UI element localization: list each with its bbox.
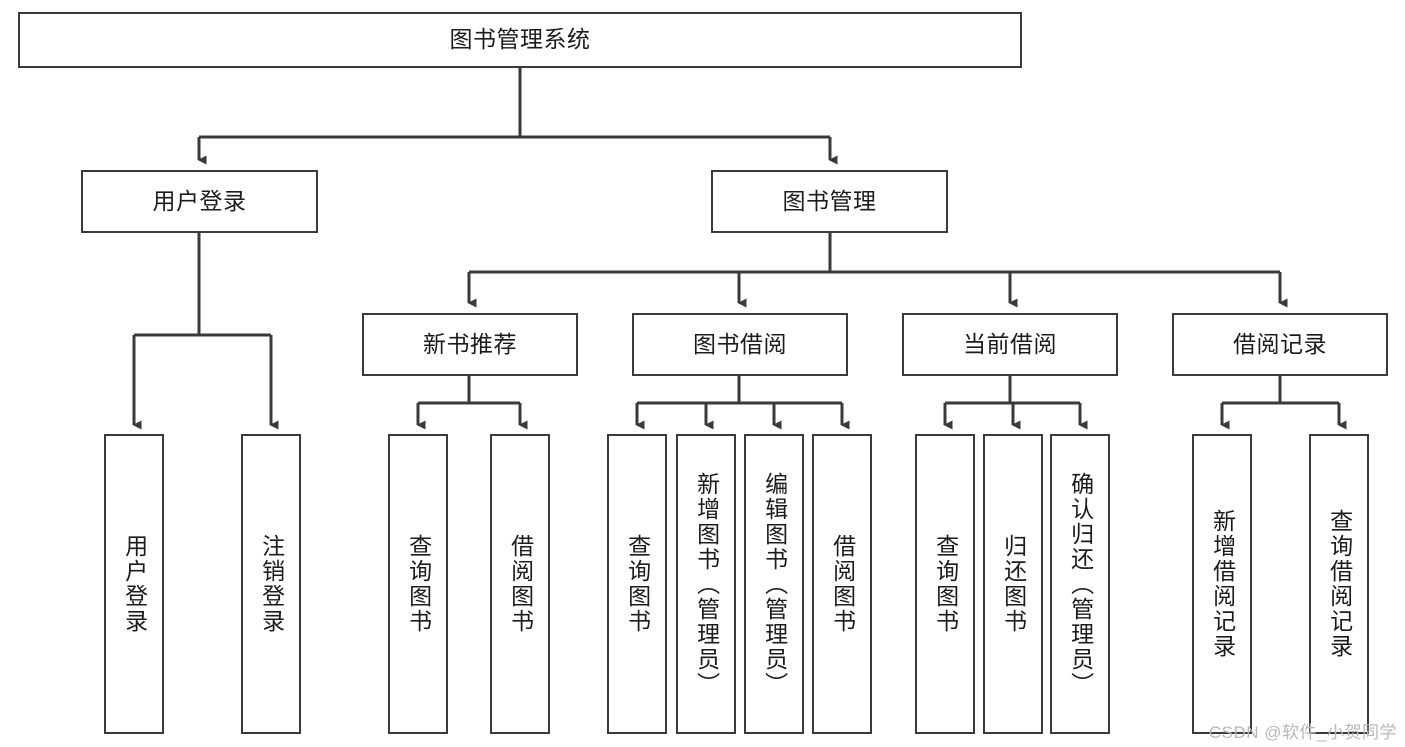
- node-label: 当前借阅: [963, 330, 1057, 357]
- node-label: 查询借阅记录: [1326, 509, 1353, 659]
- node-label: 用户登录: [152, 187, 247, 214]
- node-label: 图书管理系统: [449, 26, 591, 53]
- node-label: 归还图书: [1000, 534, 1027, 634]
- node-label: 图书借阅: [693, 330, 787, 357]
- node-label: 查询图书: [405, 534, 432, 634]
- leaf-borrow-book-new[interactable]: 借阅图书: [490, 434, 550, 734]
- leaf-query-book-borrow[interactable]: 查询图书: [607, 434, 667, 734]
- leaf-logout[interactable]: 注销登录: [241, 434, 301, 734]
- leaf-query-book-current[interactable]: 查询图书: [915, 434, 975, 734]
- node-label: 新增借阅记录: [1209, 509, 1236, 659]
- node-label: 用户登录: [121, 534, 148, 634]
- node-user-login[interactable]: 用户登录: [81, 170, 318, 233]
- node-label: 注销登录: [258, 534, 285, 634]
- node-label: 图书管理: [782, 187, 877, 214]
- leaf-add-borrow-record[interactable]: 新增借阅记录: [1192, 434, 1252, 734]
- node-label: 确认归还（管理员）: [1067, 471, 1094, 697]
- leaf-add-book-admin[interactable]: 新增图书（管理员）: [676, 434, 736, 734]
- node-book-management[interactable]: 图书管理: [711, 170, 948, 233]
- node-current-borrowing[interactable]: 当前借阅: [902, 313, 1118, 376]
- leaf-borrow-book[interactable]: 借阅图书: [812, 434, 872, 734]
- node-label: 查询图书: [932, 534, 959, 634]
- node-root-system[interactable]: 图书管理系统: [18, 12, 1022, 68]
- csdn-watermark: CSDN @软件_小贺同学: [1208, 723, 1397, 742]
- leaf-query-book-new[interactable]: 查询图书: [388, 434, 448, 734]
- node-label: 新增图书（管理员）: [693, 471, 720, 697]
- leaf-edit-book-admin[interactable]: 编辑图书（管理员）: [744, 434, 804, 734]
- node-label: 借阅记录: [1233, 330, 1327, 357]
- node-label: 新书推荐: [423, 330, 517, 357]
- node-label: 借阅图书: [829, 534, 856, 634]
- leaf-return-book[interactable]: 归还图书: [983, 434, 1043, 734]
- node-label: 查询图书: [624, 534, 651, 634]
- node-borrowing-record[interactable]: 借阅记录: [1172, 313, 1388, 376]
- node-label: 编辑图书（管理员）: [761, 471, 788, 697]
- node-new-book-recommendation[interactable]: 新书推荐: [362, 313, 578, 376]
- node-label: 借阅图书: [507, 534, 534, 634]
- leaf-confirm-return-admin[interactable]: 确认归还（管理员）: [1050, 434, 1110, 734]
- leaf-query-borrow-record[interactable]: 查询借阅记录: [1309, 434, 1369, 734]
- leaf-user-login[interactable]: 用户登录: [104, 434, 164, 734]
- node-book-borrowing[interactable]: 图书借阅: [632, 313, 848, 376]
